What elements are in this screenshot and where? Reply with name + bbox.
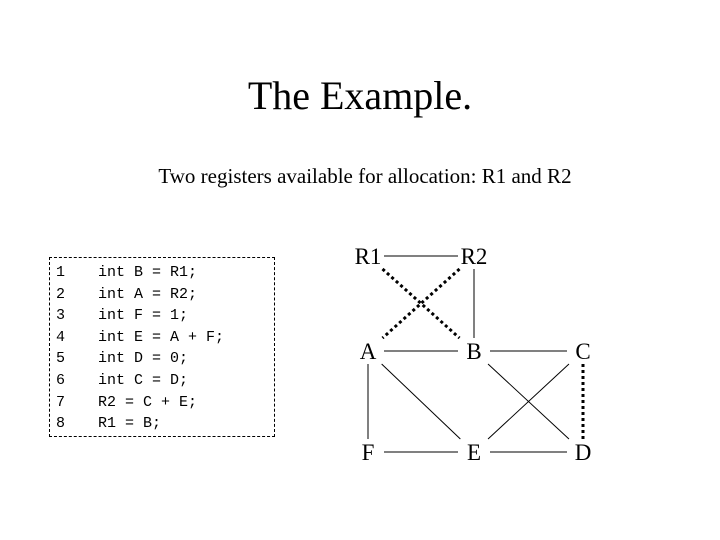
code-line: 3 int F = 1; bbox=[50, 305, 276, 327]
line-number: 1 bbox=[56, 264, 66, 281]
edge-r1-b bbox=[381, 267, 461, 340]
code-lines: 1 int B = R1; 2 int A = R2; 3 int F = 1; 4 int … bbox=[50, 262, 276, 435]
code-statement: R1 = B; bbox=[98, 415, 162, 433]
line-number: 5 bbox=[56, 350, 66, 368]
code-statement: int A = R2; bbox=[98, 285, 198, 303]
node-r2: R2 bbox=[461, 244, 488, 269]
code-statement: int F = 1; bbox=[98, 307, 189, 325]
node-d: D bbox=[575, 440, 592, 465]
code-line: 7 R2 = C + E; bbox=[50, 392, 276, 414]
line-number: 8 bbox=[56, 415, 66, 433]
slide-title: The Example. bbox=[247, 73, 473, 118]
code-line: 5 int D = 0; bbox=[50, 348, 276, 370]
node-e: E bbox=[467, 440, 481, 465]
edge-b-d bbox=[487, 363, 570, 440]
edge-a-e bbox=[381, 363, 461, 440]
line-number: 2 bbox=[56, 285, 66, 303]
slide-subtitle: Two registers available for allocation: … bbox=[158, 164, 572, 188]
line-number: 6 bbox=[56, 371, 66, 389]
code-line: 1 int B = R1; bbox=[50, 262, 276, 284]
node-a: A bbox=[360, 339, 377, 364]
code-statement: int D = 0; bbox=[98, 350, 189, 368]
line-number: 3 bbox=[56, 307, 66, 325]
code-line: 6 int C = D; bbox=[50, 370, 276, 392]
code-statement: int E = A + F; bbox=[98, 328, 225, 346]
edge-r2-a bbox=[381, 267, 461, 340]
node-f: F bbox=[362, 440, 375, 465]
node-r1: R1 bbox=[355, 244, 382, 269]
code-statement: int C = D; bbox=[98, 371, 189, 389]
node-b: B bbox=[466, 339, 481, 364]
line-number: 7 bbox=[56, 393, 66, 411]
code-line: 2 int A = R2; bbox=[50, 284, 276, 306]
code-statement: R2 = C + E; bbox=[98, 393, 198, 411]
node-c: C bbox=[575, 339, 590, 364]
code-listing: 1 int B = R1; 2 int A = R2; 3 int F = 1; 4 int … bbox=[49, 257, 275, 437]
code-line: 8 R1 = B; bbox=[50, 413, 276, 435]
code-statement: int B = R1; bbox=[98, 264, 198, 281]
code-line: 4 int E = A + F; bbox=[50, 327, 276, 349]
line-number: 4 bbox=[56, 328, 66, 346]
